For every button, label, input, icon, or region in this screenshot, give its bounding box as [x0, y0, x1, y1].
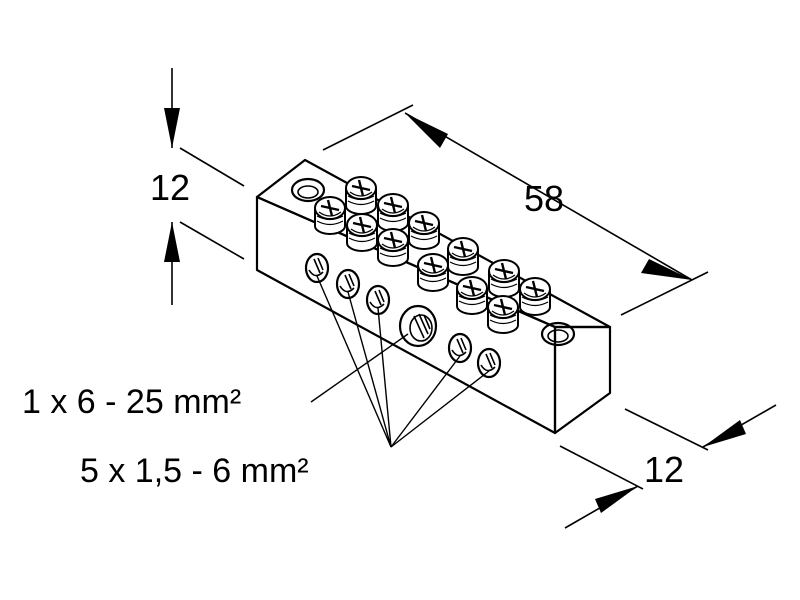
- clamp-screw: [377, 228, 409, 267]
- clamp-screw: [487, 295, 519, 334]
- mounting-holes: [290, 177, 576, 347]
- clamp-screw: [447, 237, 479, 276]
- dimension-label-height: 12: [150, 167, 190, 208]
- clamp-screw: [417, 253, 449, 292]
- dimension-arrow: [595, 486, 638, 513]
- leader-small-hole-4: [390, 355, 461, 448]
- dimension-arrow: [641, 259, 692, 280]
- clamp-screw: [519, 277, 551, 316]
- dimension-arrow: [405, 113, 448, 148]
- dimension-width-right: 12: [559, 404, 777, 529]
- mounting-hole: [290, 177, 326, 203]
- small-entry-hole: [335, 268, 361, 300]
- leader-small-hole-1: [316, 275, 392, 448]
- small-entry-hole: [447, 332, 473, 364]
- dimension-arrow: [164, 222, 180, 262]
- leader-small-hole-2: [347, 291, 392, 448]
- entry-holes: [304, 252, 502, 379]
- terminal-block: [255, 158, 612, 435]
- clamp-screw: [346, 213, 378, 252]
- clamp-screw: [456, 276, 488, 315]
- block-end-face: [553, 325, 612, 435]
- clamp-screw: [314, 196, 346, 235]
- clamp-screw: [488, 259, 520, 298]
- callout-small-holes-label: 5 x 1,5 - 6 mm²: [80, 452, 309, 490]
- leader-small-hole-3: [377, 307, 392, 448]
- clamp-screw: [345, 176, 377, 215]
- dimension-arrow: [164, 108, 180, 148]
- clamp-screw: [377, 193, 409, 232]
- callout-leaders: [310, 275, 490, 448]
- callout-large-hole-label: 1 x 6 - 25 mm²: [22, 383, 241, 421]
- small-entry-hole: [476, 347, 502, 379]
- dimension-label-length: 58: [524, 178, 564, 219]
- dimension-arrow: [703, 420, 746, 447]
- leader-large-hole: [310, 333, 409, 403]
- small-entry-hole: [304, 252, 330, 284]
- mounting-hole: [540, 321, 576, 347]
- dimension-label-width: 12: [644, 449, 684, 490]
- dimension-height-left: 12: [150, 68, 245, 305]
- dimension-length-top: 58: [322, 104, 709, 316]
- clamp-screw: [408, 211, 440, 250]
- clamp-screws: [314, 176, 551, 334]
- leader-small-hole-5: [390, 370, 490, 448]
- large-entry-hole: [398, 304, 438, 348]
